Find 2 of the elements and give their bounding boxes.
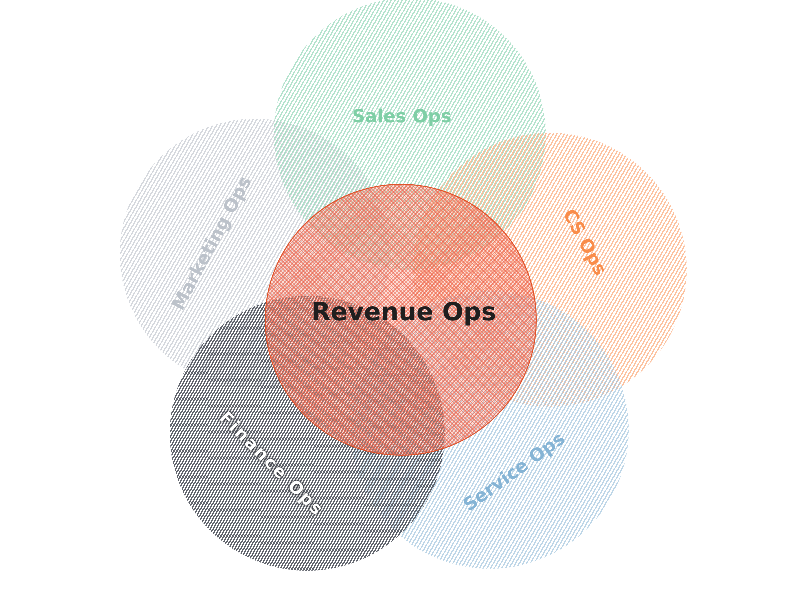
circle-label: Revenue Ops bbox=[312, 298, 496, 328]
circle-label: CS Ops bbox=[558, 206, 610, 280]
